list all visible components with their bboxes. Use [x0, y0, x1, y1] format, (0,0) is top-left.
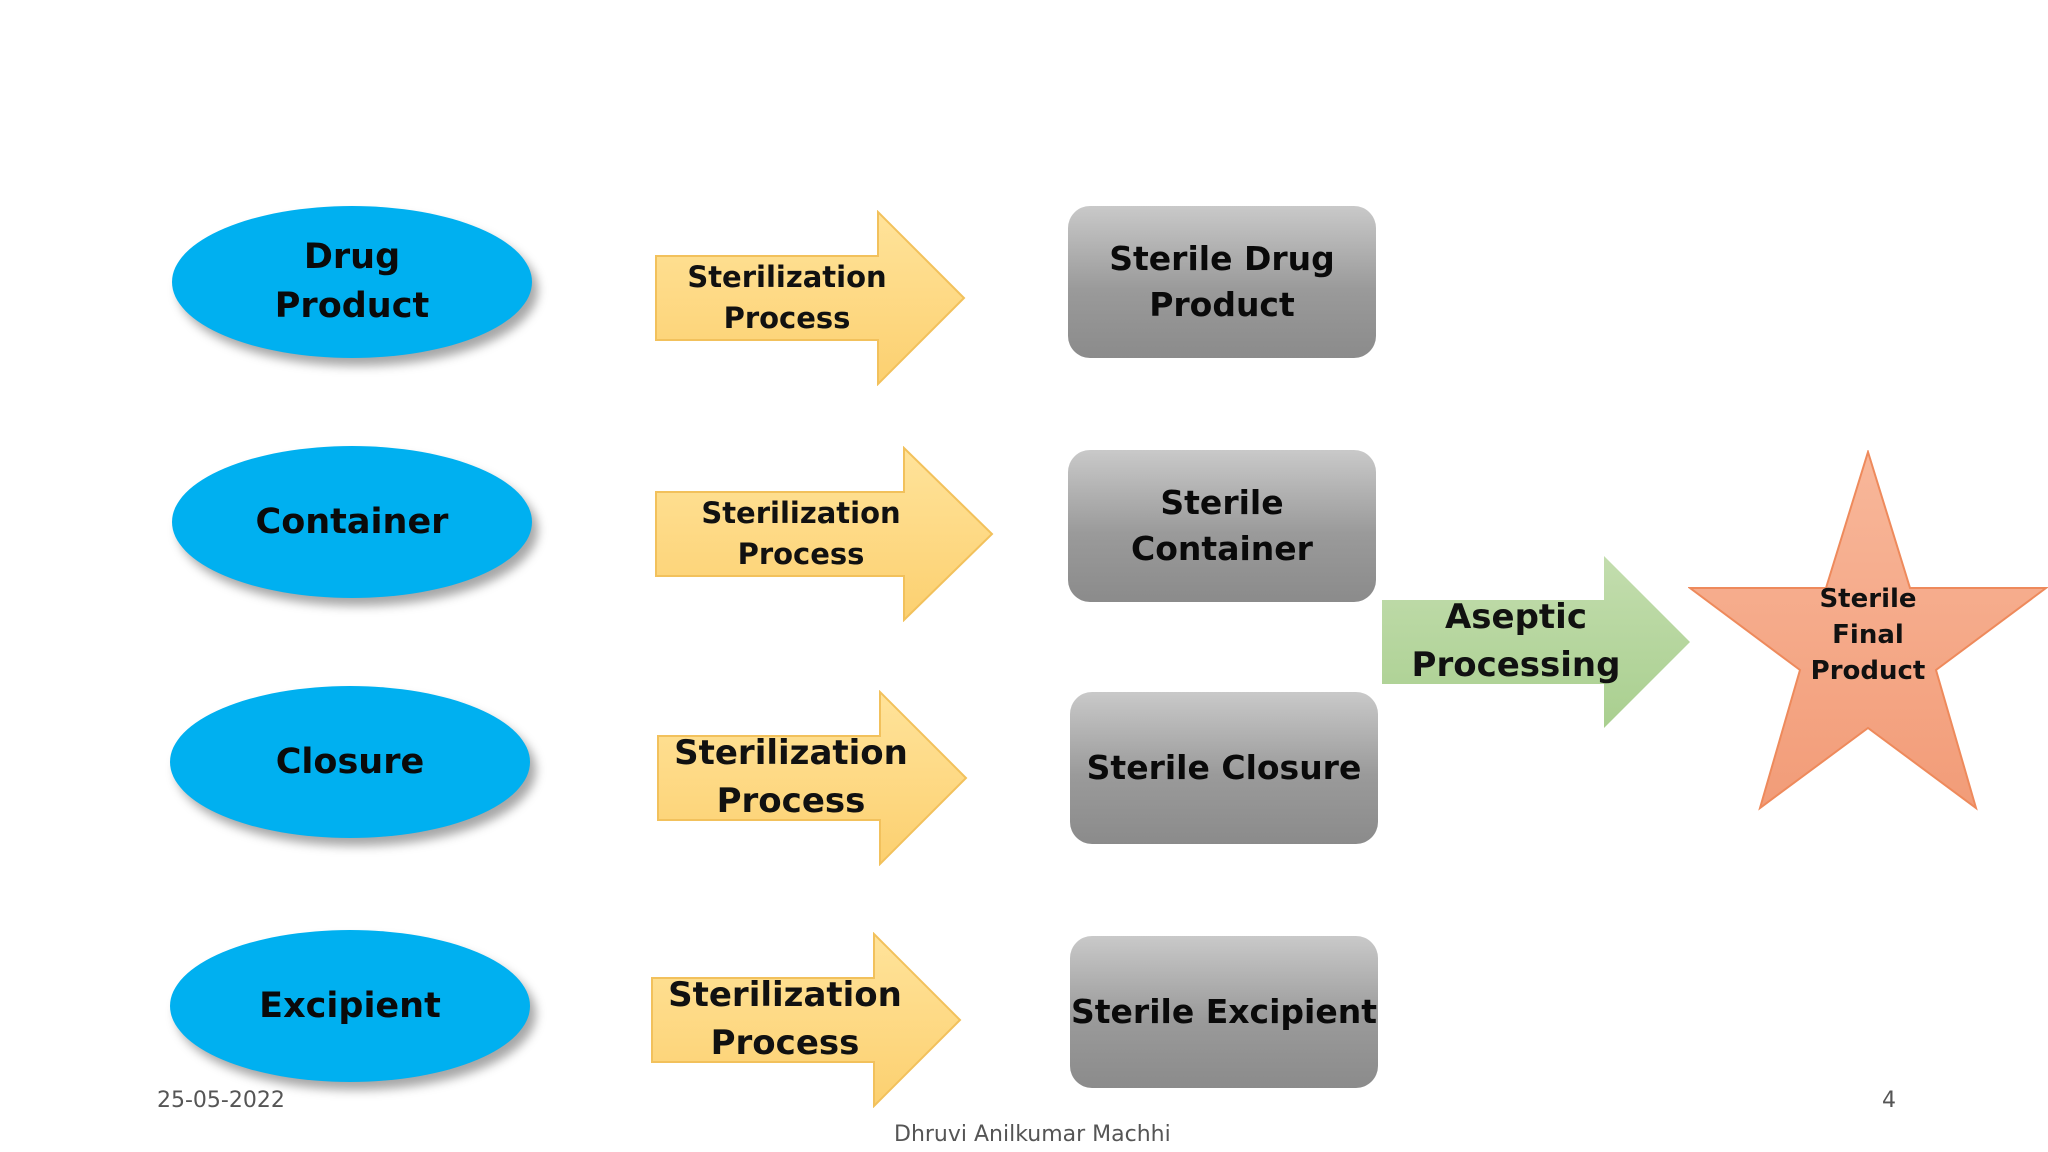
- node-drug-product-label: Drug Product: [274, 237, 430, 326]
- sterilization-arrow-1-shape: [655, 210, 966, 386]
- sterilization-arrow-2: Sterilization Process: [654, 446, 994, 622]
- sterilization-arrow-3-label: Sterilization Process: [674, 733, 908, 821]
- node-sterile-final-product: Sterile Final Product: [1688, 450, 2048, 814]
- node-excipient-label: Excipient: [259, 985, 441, 1026]
- node-sterile-container-label: Sterile Container: [1131, 482, 1313, 568]
- node-drug-product: Drug Product: [172, 206, 532, 358]
- aseptic-processing-label: Aseptic Processing: [1411, 597, 1621, 685]
- sterilization-arrow-3: Sterilization Process: [656, 690, 968, 866]
- sterilization-arrow-1: Sterilization Process: [654, 210, 966, 386]
- footer-author: Dhruvi Anilkumar Machhi: [894, 1122, 1171, 1147]
- node-sterile-closure: Sterile Closure: [1070, 692, 1378, 844]
- node-sterile-final-product-label: Sterile Final Product: [1810, 584, 1926, 686]
- node-sterile-container: Sterile Container: [1068, 450, 1376, 602]
- node-sterile-excipient-label: Sterile Excipient: [1071, 991, 1377, 1031]
- node-excipient: Excipient: [170, 930, 530, 1082]
- star-shape: [1688, 450, 2048, 811]
- sterilization-arrow-2-shape: [655, 446, 994, 622]
- aseptic-processing-arrow: Aseptic Processing: [1380, 554, 1692, 730]
- node-container-label: Container: [255, 501, 449, 542]
- footer-date: 25-05-2022: [157, 1088, 285, 1113]
- node-sterile-excipient: Sterile Excipient: [1070, 936, 1378, 1088]
- sterilization-arrow-2-label: Sterilization Process: [701, 496, 901, 571]
- sterilization-arrow-3-shape: [657, 690, 968, 866]
- sterilization-arrow-1-label: Sterilization Process: [687, 260, 887, 335]
- node-closure-label: Closure: [275, 741, 425, 782]
- sterilization-arrow-4-label: Sterilization Process: [668, 975, 902, 1063]
- node-container: Container: [172, 446, 532, 598]
- aseptic-processing-arrow-shape: [1382, 556, 1690, 728]
- node-sterile-drug-product-label: Sterile Drug Product: [1109, 238, 1335, 324]
- node-sterile-closure-label: Sterile Closure: [1086, 747, 1362, 787]
- node-closure: Closure: [170, 686, 530, 838]
- sterilization-arrow-4: Sterilization Process: [650, 932, 962, 1108]
- node-sterile-drug-product: Sterile Drug Product: [1068, 206, 1376, 358]
- footer-page-number: 4: [1882, 1088, 1896, 1113]
- sterilization-arrow-4-shape: [651, 932, 962, 1108]
